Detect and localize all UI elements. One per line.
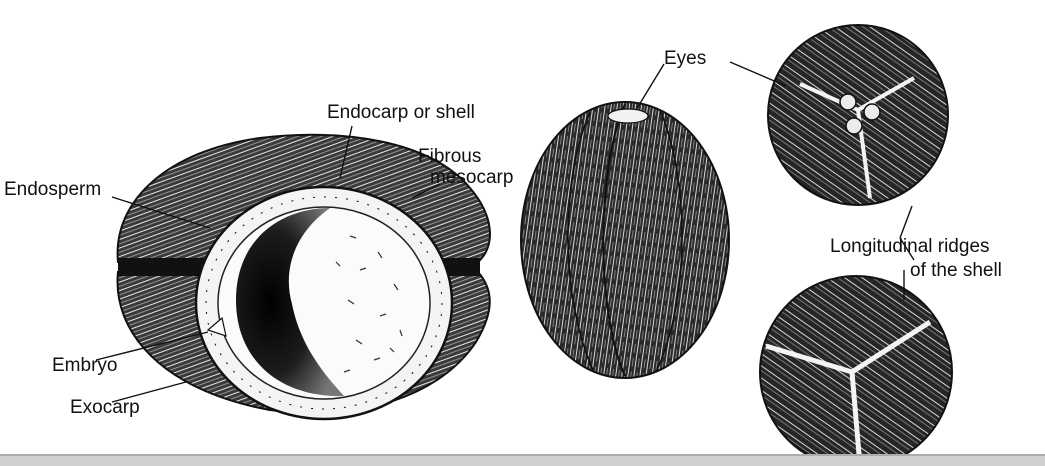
label-endocarp: Endocarp or shell	[327, 102, 475, 123]
label-endosperm: Endosperm	[4, 179, 101, 200]
shell-end-view-eyes	[768, 25, 948, 205]
label-mesocarp: mesocarp	[430, 167, 513, 188]
label-embryo: Embryo	[52, 355, 117, 376]
label-of-the-shell: of the shell	[910, 260, 1002, 281]
label-eyes: Eyes	[664, 48, 706, 69]
label-longitudinal-ridges: Longitudinal ridges	[830, 236, 990, 257]
nut-shell	[521, 102, 729, 378]
label-fibrous: Fibrous	[418, 146, 481, 167]
coconut-nut-drawing	[521, 102, 729, 378]
label-exocarp: Exocarp	[70, 397, 140, 418]
shell-end-view-ridges	[760, 276, 952, 466]
